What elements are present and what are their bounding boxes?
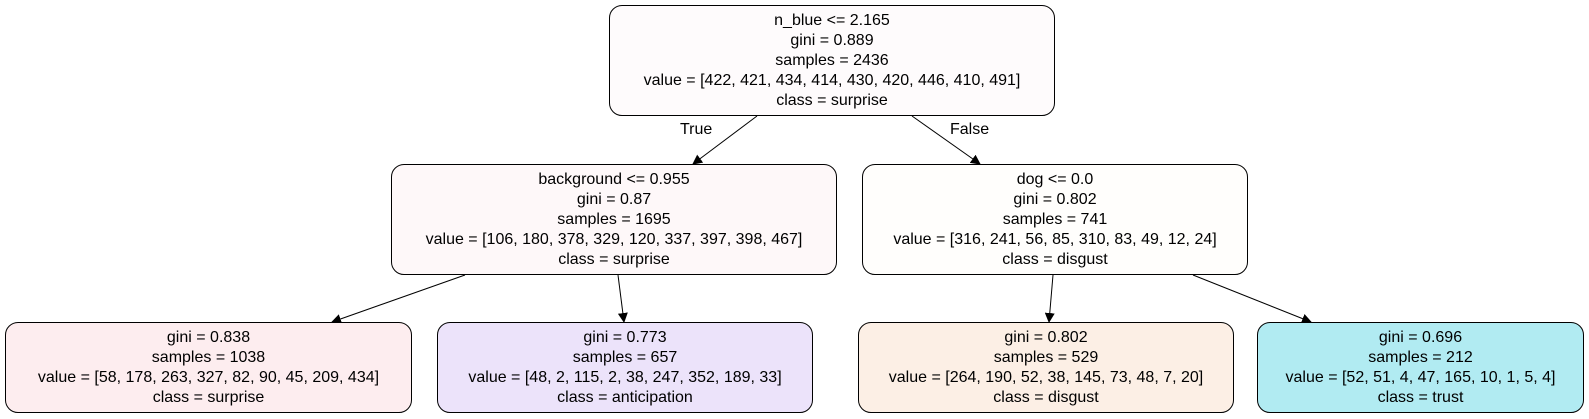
node-text-line: n_blue <= 2.165 — [774, 11, 890, 29]
node-text-line: class = surprise — [152, 388, 265, 406]
node-text-line: value = [52, 51, 4, 47, 165, 10, 1, 5, 4… — [1285, 368, 1556, 386]
node-text-line: samples = 212 — [1368, 348, 1473, 366]
node-text-line: value = [48, 2, 115, 2, 38, 247, 352, 18… — [468, 368, 782, 386]
tree-node-root: n_blue <= 2.165 gini = 0.889 samples = 243… — [609, 5, 1055, 116]
edge-label-true: True — [680, 121, 713, 138]
tree-node-left-left: gini = 0.838 samples = 1038 value = [58, 1… — [5, 322, 412, 413]
node-text-line: samples = 741 — [1002, 210, 1108, 228]
node-text-line: class = trust — [1377, 388, 1464, 406]
node-text-line: class = disgust — [1002, 250, 1108, 268]
edge-right-to-right-right — [1192, 274, 1312, 324]
node-text-line: value = [106, 180, 378, 329, 120, 337, 3… — [425, 230, 803, 248]
node-text-line: samples = 2436 — [775, 51, 889, 69]
node-text-line: value = [316, 241, 56, 85, 310, 83, 49, … — [893, 230, 1217, 248]
node-text-line: class = anticipation — [557, 388, 693, 406]
edge-label-false: False — [950, 121, 990, 138]
tree-node-right: dog <= 0.0 gini = 0.802 samples = 741 value… — [862, 164, 1248, 275]
node-text-line: class = surprise — [558, 250, 670, 268]
node-text-line: samples = 529 — [993, 348, 1099, 366]
node-text-line: gini = 0.773 — [583, 328, 667, 346]
node-text-line: value = [264, 190, 52, 38, 145, 73, 48, … — [888, 368, 1204, 386]
node-text-line: gini = 0.838 — [166, 328, 251, 346]
node-text-line: value = [422, 421, 434, 414, 430, 420, 4… — [643, 71, 1021, 89]
node-text-line: value = [58, 178, 263, 327, 82, 90, 45, … — [37, 368, 380, 386]
node-text-line: samples = 657 — [572, 348, 678, 366]
node-text-line: gini = 0.696 — [1378, 328, 1463, 346]
node-text-line: samples = 1038 — [151, 348, 266, 366]
tree-node-left: background <= 0.955 gini = 0.87 samples = … — [391, 164, 837, 275]
node-text-line: class = disgust — [993, 388, 1099, 406]
tree-node-right-right: gini = 0.696 samples = 212 value = [52, 51… — [1257, 322, 1584, 413]
node-text-line: gini = 0.87 — [576, 190, 652, 208]
tree-node-left-right: gini = 0.773 samples = 657 value = [48, 2,… — [437, 322, 813, 413]
edge-left-to-left-left — [331, 274, 466, 324]
node-text-line: gini = 0.889 — [790, 31, 874, 49]
edge-root-to-left — [692, 115, 758, 165]
node-text-line: dog <= 0.0 — [1016, 170, 1094, 188]
tree-node-right-left: gini = 0.802 samples = 529 value = [264, 1… — [858, 322, 1234, 413]
edge-left-to-left-right — [617, 274, 628, 323]
edge-root-to-right — [911, 115, 981, 165]
node-text-line: samples = 1695 — [557, 210, 671, 228]
node-text-line: class = surprise — [776, 91, 888, 109]
node-text-line: background <= 0.955 — [538, 170, 690, 188]
edge-right-to-right-left — [1044, 274, 1055, 323]
node-text-line: gini = 0.802 — [1004, 328, 1088, 346]
node-text-line: gini = 0.802 — [1013, 190, 1097, 208]
